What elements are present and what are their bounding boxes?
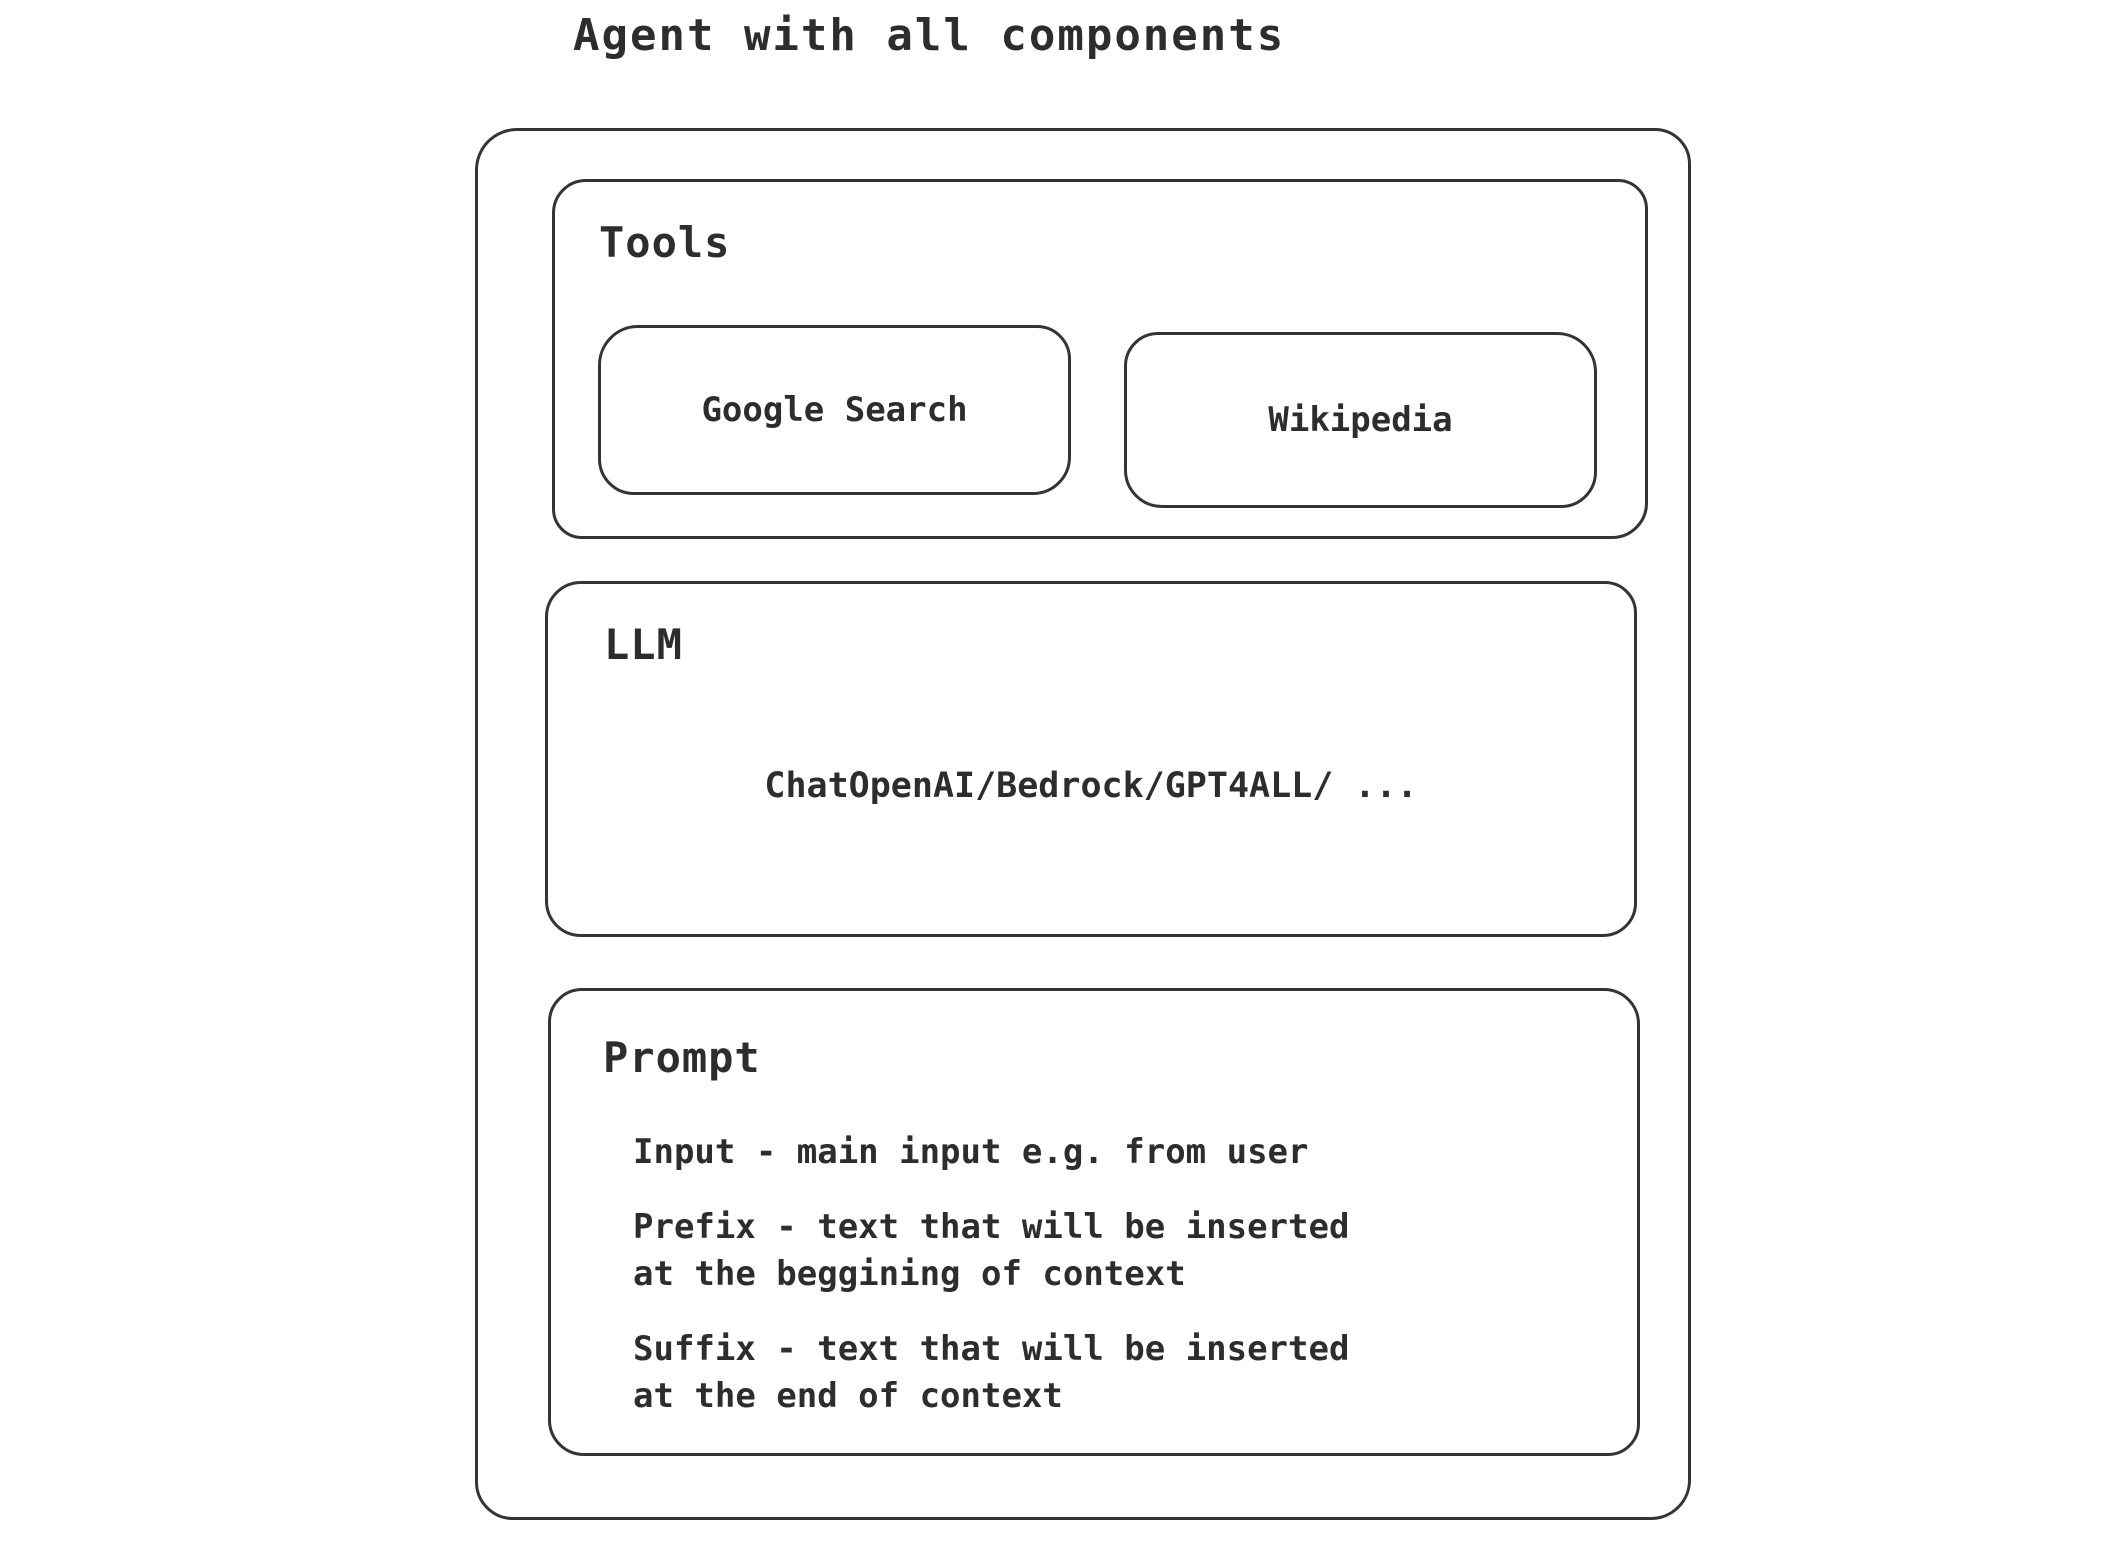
tool-node-label: Google Search [701, 390, 968, 430]
tools-section-label: Tools [599, 218, 731, 267]
prompt-section-label: Prompt [603, 1033, 761, 1082]
tool-node-google-search: Google Search [598, 325, 1071, 495]
tool-node-label: Wikipedia [1268, 400, 1453, 440]
prompt-section-box: Prompt Input - main input e.g. from user… [548, 988, 1640, 1456]
tool-node-wikipedia: Wikipedia [1124, 332, 1597, 508]
prompt-items-list: Input - main input e.g. from user Prefix… [633, 1129, 1597, 1448]
llm-section-label: LLM [604, 620, 683, 669]
llm-section-box: LLM ChatOpenAI/Bedrock/GPT4ALL/ ... [545, 581, 1637, 937]
agent-container-box: Tools Google Search Wikipedia LLM ChatOp… [475, 128, 1691, 1520]
prompt-item-suffix: Suffix - text that will be inserted at t… [633, 1328, 1350, 1416]
tools-section-box: Tools Google Search Wikipedia [552, 179, 1648, 539]
diagram-title: Agent with all components [573, 10, 1286, 61]
prompt-item-input: Input - main input e.g. from user [633, 1132, 1309, 1172]
prompt-item-prefix: Prefix - text that will be inserted at t… [633, 1206, 1350, 1294]
llm-models-text: ChatOpenAI/Bedrock/GPT4ALL/ ... [764, 766, 1418, 806]
